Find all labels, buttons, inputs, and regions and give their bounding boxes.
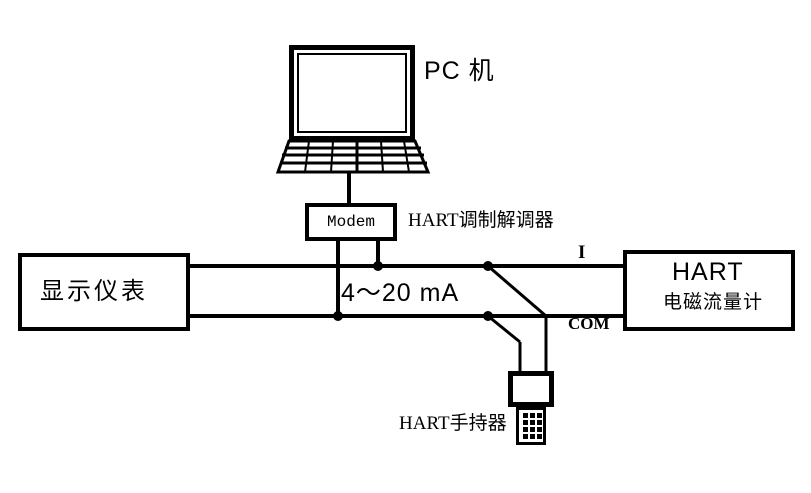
keypad-key bbox=[537, 420, 542, 425]
keypad-key bbox=[537, 413, 542, 418]
handheld-communicator-icon bbox=[508, 371, 554, 445]
keypad-key bbox=[523, 420, 528, 425]
modem-box-text: Modem bbox=[326, 213, 375, 231]
junction-dot-modem-current bbox=[373, 261, 383, 271]
display-meter-label: 显示仪表 bbox=[40, 279, 148, 305]
modem-box: Modem bbox=[305, 203, 397, 241]
transmitter-box bbox=[623, 250, 795, 331]
terminal-label-current: I bbox=[578, 242, 586, 263]
keypad-key bbox=[537, 434, 542, 439]
handheld-body bbox=[516, 407, 546, 445]
pc-screen bbox=[297, 53, 407, 133]
wire-handheld-current bbox=[487, 264, 547, 318]
handheld-keypad bbox=[523, 413, 542, 439]
keypad-key bbox=[530, 413, 535, 418]
keypad-key bbox=[523, 413, 528, 418]
wire-handheld-common bbox=[487, 314, 521, 344]
junction-dot-handheld-current bbox=[483, 261, 493, 271]
keypad-key bbox=[537, 427, 542, 432]
modem-label: HART调制解调器 bbox=[408, 210, 554, 231]
transmitter-title: HART bbox=[672, 258, 744, 286]
laptop-keyboard-icon bbox=[275, 139, 431, 174]
handheld-label: HART手持器 bbox=[399, 413, 507, 434]
transmitter-subtitle: 电磁流量计 bbox=[663, 292, 764, 313]
loop-current-label: 4～20 mA bbox=[341, 279, 460, 307]
keypad-key bbox=[523, 434, 528, 439]
keypad-key bbox=[530, 420, 535, 425]
terminal-label-common: COM bbox=[568, 314, 610, 333]
keypad-key bbox=[530, 434, 535, 439]
junction-dot-modem-common bbox=[333, 311, 343, 321]
handheld-screen bbox=[508, 371, 554, 407]
pc-label: PC 机 bbox=[424, 57, 495, 85]
keypad-key bbox=[530, 427, 535, 432]
junction-dot-handheld-common bbox=[483, 311, 493, 321]
pc-monitor-icon bbox=[289, 45, 415, 141]
keypad-key bbox=[523, 427, 528, 432]
display-meter-box bbox=[18, 253, 190, 331]
